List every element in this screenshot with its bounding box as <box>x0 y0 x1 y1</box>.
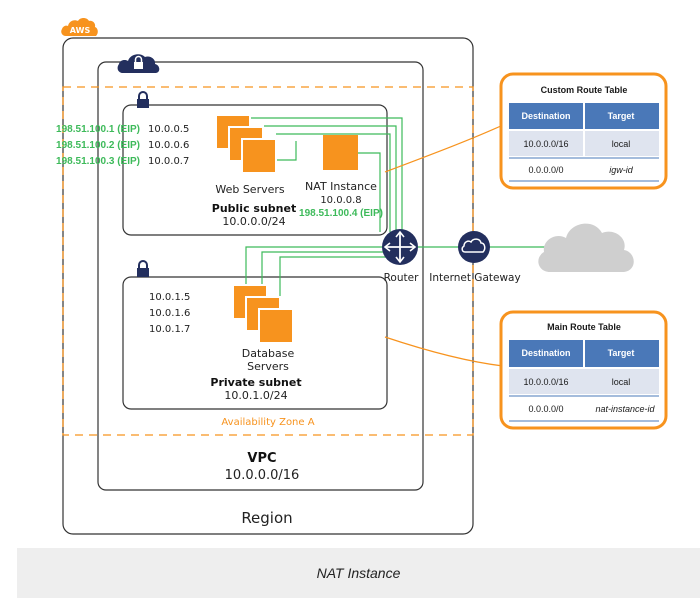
main-rt-header-destination: Destination <box>521 348 570 358</box>
main-route-callout-line <box>384 336 504 367</box>
nat-instance-diagram: AWS <box>56 18 668 535</box>
main-route-table-title: Main Route Table <box>547 322 621 332</box>
vpc-box <box>97 61 424 491</box>
caption-bar: NAT Instance <box>17 548 700 598</box>
custom-rt-row1-target: local <box>612 139 631 149</box>
eip-3: 198.51.100.3 (EIP) <box>56 156 140 167</box>
private-subnet-lock-icon <box>137 260 149 277</box>
public-subnet-cidr: 10.0.0.0/24 <box>222 215 285 228</box>
web-servers-icon <box>215 114 277 174</box>
web-private-ip-3: 10.0.0.7 <box>148 156 189 167</box>
main-rt-row1-target: local <box>612 377 631 387</box>
region-label: Region <box>241 509 292 527</box>
internet-gateway-icon <box>458 231 490 263</box>
nat-instance-icon <box>323 135 358 170</box>
public-route-lines <box>250 117 403 232</box>
private-subnet-title: Private subnet <box>210 376 301 389</box>
db-private-ip-2: 10.0.1.6 <box>149 308 190 319</box>
main-rt-header-target: Target <box>608 348 635 358</box>
aws-cloud-icon <box>61 18 98 36</box>
main-rt-row1-destination: 10.0.0.0/16 <box>523 377 568 387</box>
web-servers-label: Web Servers <box>215 183 285 196</box>
database-servers-icon <box>232 284 294 344</box>
custom-rt-header-target: Target <box>608 111 635 121</box>
vpc-title: VPC <box>247 451 276 466</box>
vpc-lock-cloud-icon <box>117 54 160 73</box>
db-servers-label-1: Database <box>242 347 295 360</box>
custom-rt-row2-destination: 0.0.0.0/0 <box>528 165 563 175</box>
aws-badge-text: AWS <box>70 26 91 35</box>
vpc-cidr: 10.0.0.0/16 <box>225 468 300 483</box>
private-subnet-box <box>122 276 388 410</box>
router-label: Router <box>384 272 419 284</box>
figure-caption: NAT Instance <box>316 565 401 581</box>
db-private-ip-3: 10.0.1.7 <box>149 324 190 335</box>
internet-cloud-icon <box>538 223 634 272</box>
custom-rt-row1-destination: 10.0.0.0/16 <box>523 139 568 149</box>
custom-route-callout-line <box>384 124 504 173</box>
nat-eip: 198.51.100.4 (EIP) <box>299 208 383 219</box>
router-icon <box>382 229 418 265</box>
public-subnet-title: Public subnet <box>212 202 296 215</box>
custom-rt-header-destination: Destination <box>521 111 570 121</box>
private-subnet-cidr: 10.0.1.0/24 <box>224 389 287 402</box>
custom-route-table: Custom Route Table Destination Target 10… <box>499 72 668 190</box>
main-route-table: Main Route Table Destination Target 10.0… <box>499 310 668 430</box>
web-private-ip-2: 10.0.0.6 <box>148 140 189 151</box>
igw-label: Internet Gateway <box>429 272 520 284</box>
db-private-ip-1: 10.0.1.5 <box>149 292 190 303</box>
nat-private-ip: 10.0.0.8 <box>320 195 361 206</box>
public-subnet-lock-icon <box>137 91 149 108</box>
eip-1: 198.51.100.1 (EIP) <box>56 124 140 135</box>
eip-2: 198.51.100.2 (EIP) <box>56 140 140 151</box>
nat-instance-label: NAT Instance <box>305 180 377 193</box>
db-servers-label-2: Servers <box>247 360 289 373</box>
availability-zone-label: Availability Zone A <box>221 417 314 428</box>
main-rt-row2-target: nat-instance-id <box>595 404 655 414</box>
custom-route-table-title: Custom Route Table <box>541 85 628 95</box>
web-private-ip-1: 10.0.0.5 <box>148 124 189 135</box>
custom-rt-row2-target: igw-id <box>609 165 634 175</box>
main-rt-row2-destination: 0.0.0.0/0 <box>528 404 563 414</box>
